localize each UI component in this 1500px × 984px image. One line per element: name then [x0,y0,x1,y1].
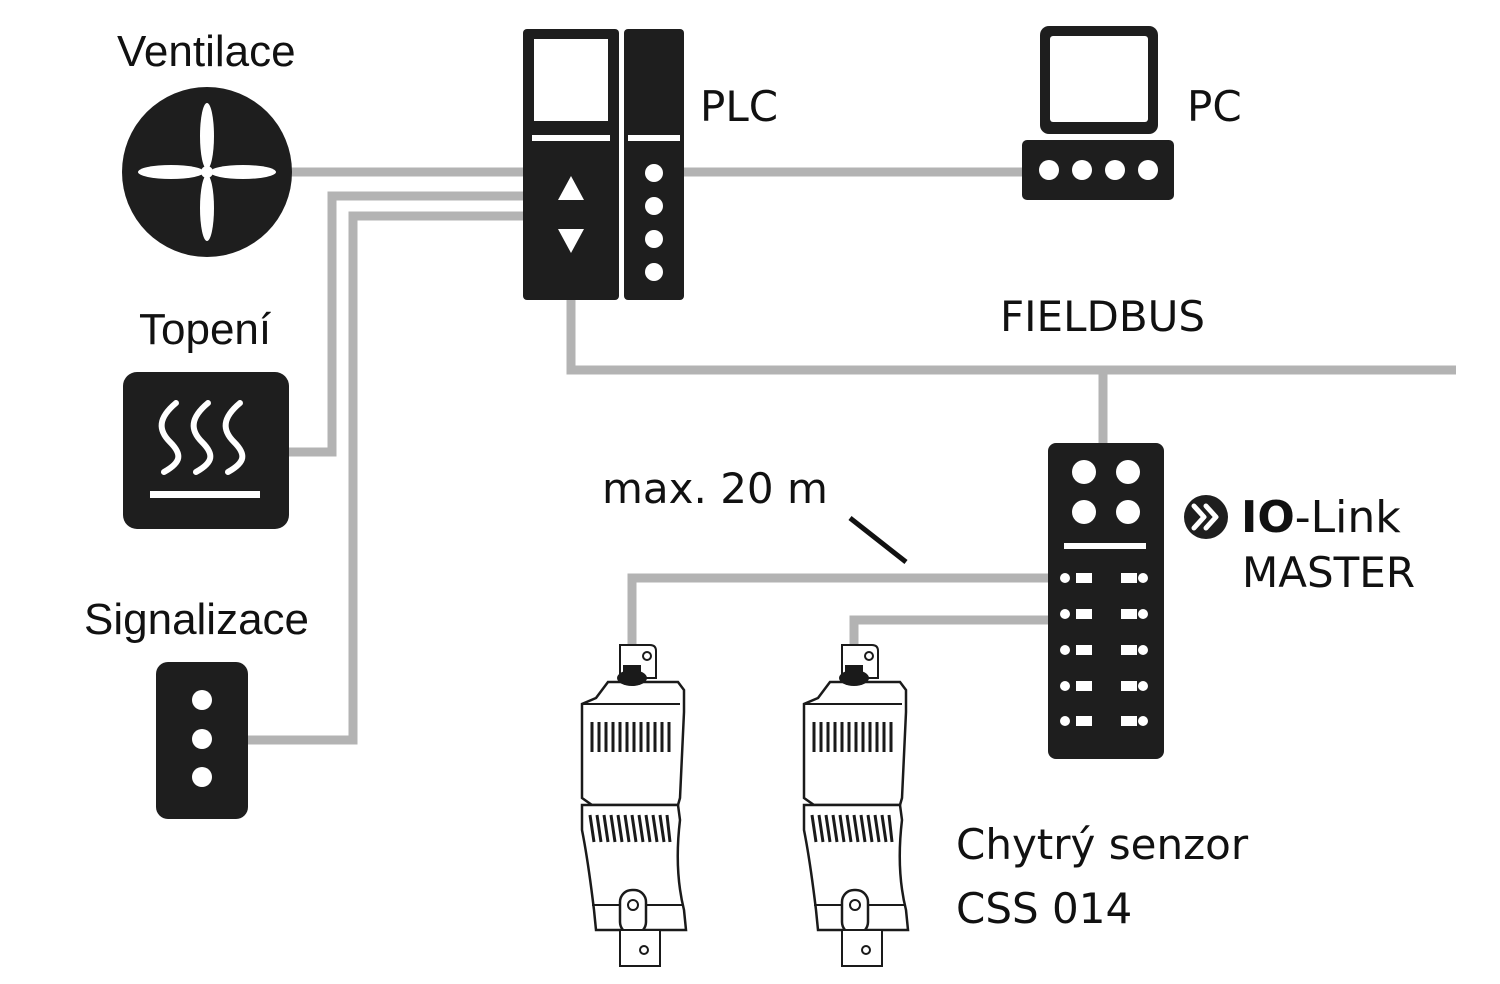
master-label: MASTER [1242,548,1416,597]
ventilace-label: Ventilace [117,27,296,76]
io-link-logo-icon [1184,495,1228,539]
io-link-link-text: -Link [1294,492,1401,543]
master-port-row [1060,645,1148,655]
signalizace-label: Signalizace [84,595,310,644]
fan-icon [122,87,292,257]
cable-master-sensor-1 [627,573,1050,660]
smart-sensor-1 [580,643,688,968]
cable-signalizace-plc [246,211,524,745]
fieldbus-label: FIELDBUS [1000,292,1206,341]
cable-master-sensor-2 [849,615,1050,660]
plc-icon [523,29,684,300]
cable-fieldbus [566,300,1456,375]
io-link-master-icon [1048,443,1164,759]
plc-label: PLC [700,82,779,131]
master-port-row [1060,716,1148,726]
pc-icon [1022,26,1174,200]
sensor-name-label: Chytrý senzor [956,820,1249,869]
master-port-row [1060,573,1148,583]
signal-light-icon [156,662,248,819]
length-marker [848,516,908,564]
master-port-row [1060,609,1148,619]
topeni-label: Topení [139,305,272,354]
pc-label: PC [1187,82,1242,131]
cable-topeni-plc [286,191,524,457]
heater-icon [123,372,289,529]
io-link-io-text: IO [1241,492,1295,543]
master-port-rows [1060,573,1148,726]
max-length-label: max. 20 m [602,464,828,513]
io-link-label: IO-Link [1241,496,1401,540]
master-port-row [1060,681,1148,691]
cables [246,167,1456,745]
smart-sensor-2 [802,643,910,968]
sensor-model-label: CSS 014 [956,884,1133,933]
